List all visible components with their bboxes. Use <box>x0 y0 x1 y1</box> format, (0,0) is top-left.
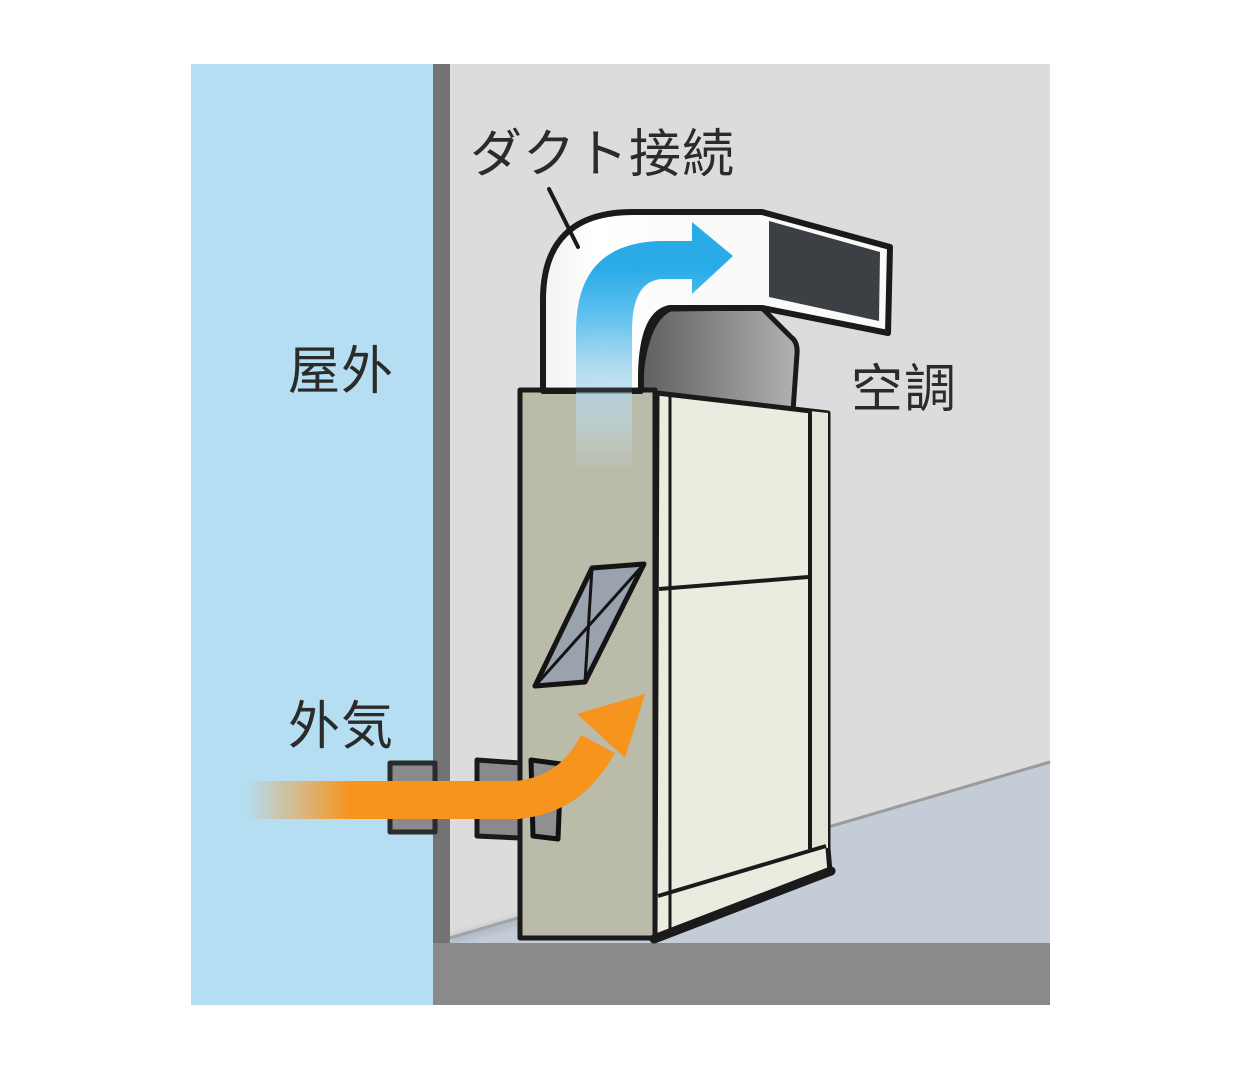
ahu-front-panel <box>652 390 833 941</box>
louver-cross-line-2 <box>533 563 646 687</box>
supply-air-arrow-icon <box>576 222 733 470</box>
label-outside-air: 外気 <box>288 698 394 756</box>
duct-opening <box>769 221 880 321</box>
outdoor-area <box>191 64 433 1005</box>
ahu-panel-divider-line <box>658 575 809 591</box>
floor-base-band <box>433 943 1050 1005</box>
label-hvac: 空調 <box>851 361 957 419</box>
ahu-base-top-line <box>657 844 827 898</box>
outside-air-arrow-shaft <box>514 734 615 819</box>
intake-louver-icon <box>532 561 647 689</box>
ahu-base-bottom-edge <box>649 866 836 944</box>
label-outdoor: 屋外 <box>288 343 394 401</box>
ahu-right-edge-face <box>810 411 828 849</box>
label-duct-connection: ダクト接続 <box>470 126 735 184</box>
outside-air-arrow-icon <box>246 694 645 819</box>
ahu-unit <box>517 387 836 944</box>
outside-air-beam <box>246 781 520 819</box>
outside-air-arrowhead <box>577 694 645 758</box>
wall-edge-strip <box>433 64 450 943</box>
duct-connection-leader-line <box>547 187 580 249</box>
